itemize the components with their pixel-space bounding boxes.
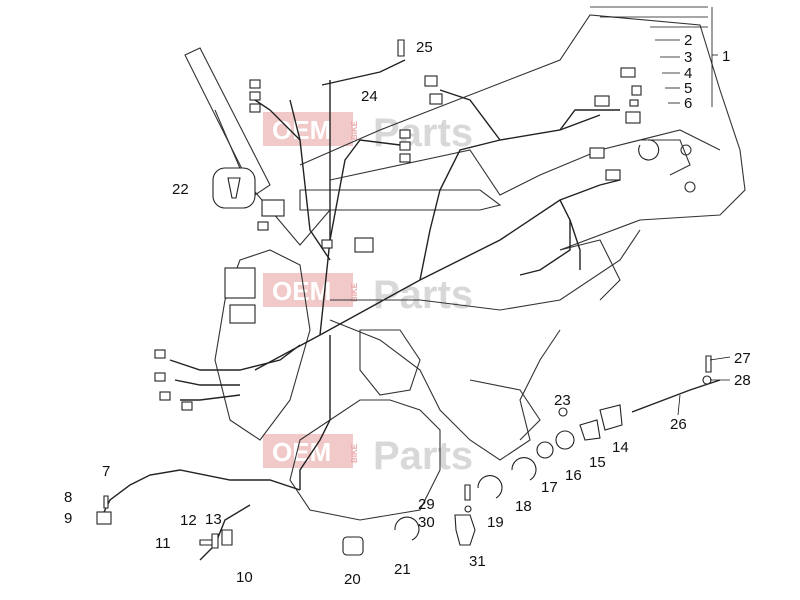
part-9 (96, 511, 112, 525)
callout-labels: 1 2 3 4 5 6 7 8 9 10 11 12 13 14 15 16 1… (64, 32, 751, 588)
callout-4[interactable]: 4 (684, 65, 692, 82)
callout-6[interactable]: 6 (684, 95, 692, 112)
callout-13[interactable]: 13 (205, 511, 222, 528)
callout-29[interactable]: 29 (418, 496, 435, 513)
watermark-parts: Parts (373, 273, 473, 317)
part-4 (629, 99, 639, 107)
part-29 (464, 484, 471, 501)
part-13 (221, 529, 233, 546)
part-21 (394, 516, 420, 541)
part-2 (620, 67, 636, 78)
callout-22[interactable]: 22 (172, 181, 189, 198)
callout-11[interactable]: 11 (155, 535, 171, 552)
callout-3[interactable]: 3 (684, 49, 692, 66)
parts (96, 39, 721, 561)
callout-15[interactable]: 15 (589, 454, 606, 471)
part-3 (631, 85, 642, 96)
watermark-bike: BIKE (350, 120, 359, 140)
connectors (154, 75, 621, 411)
part-28 (702, 375, 712, 385)
callout-20[interactable]: 20 (344, 571, 361, 588)
callout-18[interactable]: 18 (515, 498, 532, 515)
watermark-parts: Parts (373, 434, 473, 478)
part-15 (579, 419, 601, 441)
callout-1[interactable]: 1 (722, 48, 730, 65)
part-12 (211, 533, 219, 549)
callout-26[interactable]: 26 (670, 416, 687, 433)
callout-2[interactable]: 2 (684, 32, 692, 49)
callout-24[interactable]: 24 (361, 88, 378, 105)
callout-12[interactable]: 12 (180, 512, 197, 529)
callout-23[interactable]: 23 (554, 392, 571, 409)
watermark-bike: BIKE (350, 282, 359, 302)
part-18 (511, 457, 537, 481)
watermark-oem: OEM (272, 115, 331, 145)
part-17 (536, 441, 554, 459)
callout-10[interactable]: 10 (236, 569, 253, 586)
scooter-frame (184, 14, 746, 521)
callout-7[interactable]: 7 (102, 463, 110, 480)
part-24 (321, 59, 406, 86)
callout-17[interactable]: 17 (541, 479, 558, 496)
watermark-oem: OEM (272, 276, 331, 306)
part-10 (199, 504, 251, 561)
callout-19[interactable]: 19 (487, 514, 504, 531)
callout-5[interactable]: 5 (684, 80, 692, 97)
part-25 (397, 39, 405, 57)
callout-14[interactable]: 14 (612, 439, 629, 456)
callout-8[interactable]: 8 (64, 489, 72, 506)
watermark-bike: BIKE (350, 443, 359, 463)
callout-16[interactable]: 16 (565, 467, 582, 484)
callout-9[interactable]: 9 (64, 510, 72, 527)
leader-lines (590, 6, 731, 416)
part-19 (477, 475, 503, 499)
part-20 (342, 536, 364, 556)
callout-31[interactable]: 31 (469, 553, 486, 570)
watermark-top: OEM BIKE Parts (263, 111, 473, 155)
watermark-middle: OEM BIKE Parts (263, 273, 473, 317)
callout-25[interactable]: 25 (416, 39, 433, 56)
callout-27[interactable]: 27 (734, 350, 751, 367)
part-22 (227, 177, 241, 199)
part-27 (705, 355, 712, 373)
part-6 (638, 139, 660, 161)
part-30 (464, 505, 472, 513)
callout-21[interactable]: 21 (394, 561, 411, 578)
part-26 (631, 379, 721, 413)
callout-28[interactable]: 28 (734, 372, 751, 389)
callout-30[interactable]: 30 (418, 514, 435, 531)
part-16 (555, 430, 575, 450)
watermark-bottom: OEM BIKE Parts (263, 434, 473, 478)
watermark-oem: OEM (272, 437, 331, 467)
part-7 (99, 469, 301, 521)
watermark-parts: Parts (373, 111, 473, 155)
part-23 (558, 407, 568, 417)
part-8 (103, 495, 109, 509)
part-31 (454, 514, 476, 546)
part-14 (599, 404, 623, 431)
main-wiring-harness (169, 80, 621, 490)
part-5 (625, 111, 641, 124)
